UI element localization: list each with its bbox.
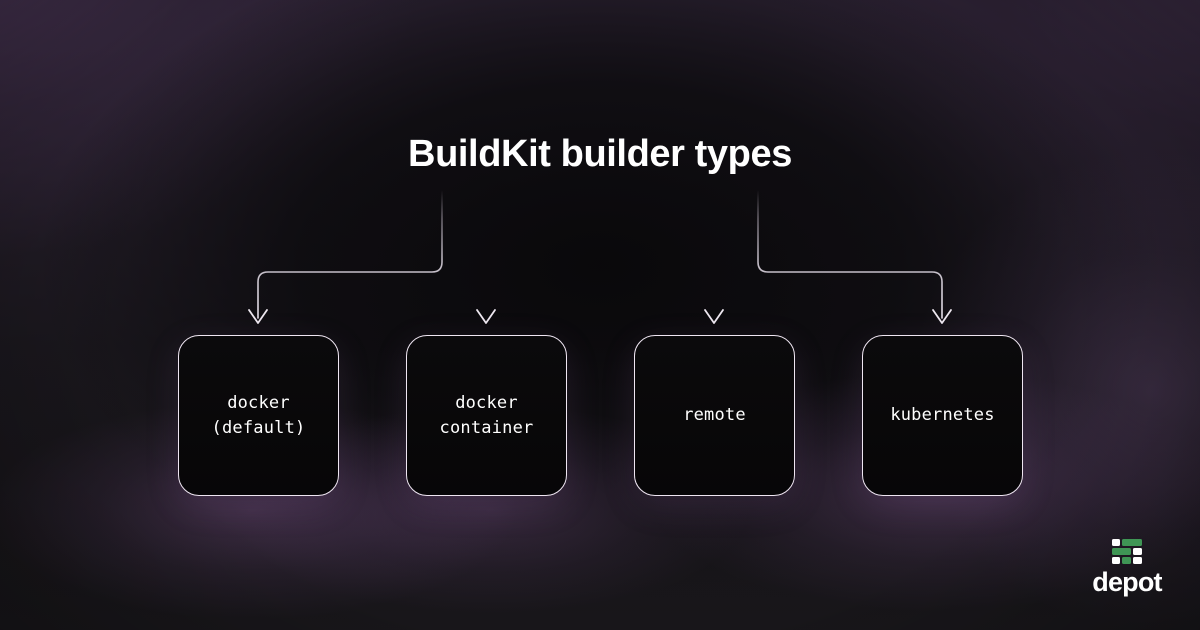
depot-logo: depot: [1089, 539, 1165, 601]
page-title: BuildKit builder types: [408, 133, 792, 175]
builder-type-label: remote: [683, 405, 746, 426]
builder-type-box-kubernetes[interactable]: kubernetes: [862, 335, 1023, 496]
builder-type-label: docker container: [439, 393, 534, 438]
depot-wordmark: depot: [1092, 567, 1162, 597]
builder-type-label: kubernetes: [890, 405, 995, 426]
connector-kubernetes: [757, 189, 952, 324]
builder-type-box-docker-default[interactable]: docker (default): [178, 335, 339, 496]
builder-type-box-docker-container[interactable]: docker container: [406, 335, 567, 496]
connector-docker-container: [476, 189, 496, 324]
builder-type-box-remote[interactable]: remote: [634, 335, 795, 496]
builder-type-label: docker (default): [211, 393, 306, 438]
connector-docker-default: [248, 189, 443, 324]
depot-grid-icon: [1112, 539, 1142, 564]
connector-remote: [704, 189, 724, 324]
